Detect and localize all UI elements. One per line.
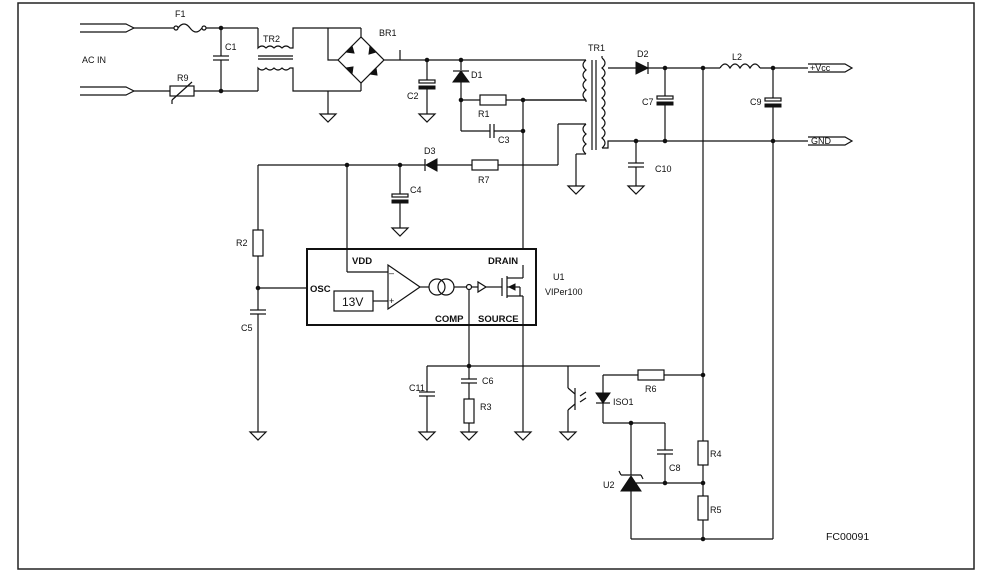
gnd-label: GND xyxy=(811,136,832,146)
osc-pin-label: OSC xyxy=(310,284,331,295)
c3-label: C3 xyxy=(498,135,510,145)
optocoupler-iso1 xyxy=(558,366,638,441)
u1-label: U1 xyxy=(553,272,565,282)
reference-13v-label: 13V xyxy=(342,295,363,309)
opamp-plus: + xyxy=(389,296,394,306)
c5-label: C5 xyxy=(241,323,253,333)
c2-label: C2 xyxy=(407,91,419,101)
shunt-regulator-u2 xyxy=(618,420,703,539)
d1-label: D1 xyxy=(471,70,483,80)
bridge-rectifier-br1 xyxy=(327,27,401,114)
diode-d1 xyxy=(452,60,470,103)
opamp-minus: – xyxy=(389,268,394,278)
u2-label: U2 xyxy=(603,480,615,490)
c11-label: C11 xyxy=(409,383,425,393)
drawing-id-label: FC00091 xyxy=(826,531,869,543)
vdd-net xyxy=(258,158,558,172)
ic-u1-viper100 xyxy=(306,165,537,366)
r9-label: R9 xyxy=(177,73,189,83)
u1-part-label: VIPer100 xyxy=(545,287,583,297)
sense-divider xyxy=(697,68,709,539)
drain-pin-label: DRAIN xyxy=(488,256,518,267)
c9-label: C9 xyxy=(750,97,762,107)
gnd-return xyxy=(631,141,774,542)
iso1-label: ISO1 xyxy=(613,397,634,407)
c4-label: C4 xyxy=(410,185,422,195)
r5-label: R5 xyxy=(710,505,722,515)
br1-label: BR1 xyxy=(379,28,397,38)
aux-winding-net xyxy=(557,123,586,195)
osc-network xyxy=(248,165,307,441)
r6-label: R6 xyxy=(645,384,657,394)
gnd-rail xyxy=(602,136,854,149)
choke-tr2 xyxy=(257,27,328,92)
comp-network xyxy=(417,363,600,441)
capacitor-c9 xyxy=(764,68,782,144)
r3-label: R3 xyxy=(480,402,492,412)
f1-label: F1 xyxy=(175,9,186,19)
capacitor-c3 xyxy=(460,100,526,138)
c8-label: C8 xyxy=(669,463,681,473)
thermistor-r9 xyxy=(134,81,258,104)
c1-label: C1 xyxy=(225,42,237,52)
ground-symbol xyxy=(318,113,338,123)
r2-label: R2 xyxy=(236,238,248,248)
l2-label: L2 xyxy=(732,52,742,62)
d3-label: D3 xyxy=(424,146,436,156)
c7-label: C7 xyxy=(642,97,654,107)
source-pin-label: SOURCE xyxy=(478,314,519,325)
r7-label: R7 xyxy=(478,175,490,185)
c10-label: C10 xyxy=(655,164,672,174)
capacitor-c2 xyxy=(417,60,437,123)
fuse-f1 xyxy=(134,23,258,33)
capacitor-c4 xyxy=(390,165,410,237)
r4-label: R4 xyxy=(710,449,722,459)
transformer-tr1 xyxy=(522,56,606,155)
tr2-label: TR2 xyxy=(263,34,280,44)
vcc-label: +Vcc xyxy=(810,63,831,73)
r1-label: R1 xyxy=(478,109,490,119)
capacitor-c1 xyxy=(213,25,229,94)
tr1-label: TR1 xyxy=(588,43,605,53)
secondary-rail xyxy=(608,61,854,75)
c6-label: C6 xyxy=(482,376,494,386)
comp-pin-label: COMP xyxy=(435,314,464,325)
ac-in-label: AC IN xyxy=(82,55,106,65)
d2-label: D2 xyxy=(637,49,649,59)
capacitor-c7 xyxy=(656,68,674,144)
vdd-pin-label: VDD xyxy=(352,256,372,267)
capacitor-c10 xyxy=(626,141,646,195)
hv-bus xyxy=(400,57,586,63)
resistor-r6 xyxy=(637,369,706,381)
drawing-frame xyxy=(17,2,975,570)
